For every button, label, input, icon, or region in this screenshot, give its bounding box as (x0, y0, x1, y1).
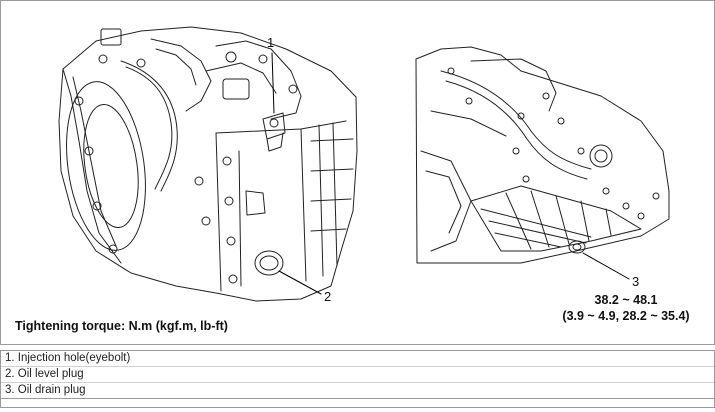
callout-1: 1 (267, 35, 275, 50)
torque-spec: 38.2 ~ 48.1 (3.9 ~ 4.9, 28.2 ~ 35.4) (541, 292, 711, 324)
legend-item: 3. Oil drain plug (1, 383, 714, 399)
diagram-figure: 1 2 3 38.2 ~ 48.1 (3.9 ~ 4.9, 28.2 ~ 35.… (0, 0, 715, 345)
transmission-drawing (58, 26, 670, 302)
callout-3: 3 (632, 274, 640, 289)
transaxle-left-view (58, 26, 358, 302)
torque-nm: 38.2 ~ 48.1 (594, 293, 658, 307)
legend-table: 1. Injection hole(eyebolt) 2. Oil level … (0, 350, 715, 408)
torque-alt: (3.9 ~ 4.9, 28.2 ~ 35.4) (562, 309, 690, 323)
legend-item: 1. Injection hole(eyebolt) (1, 351, 714, 367)
torque-caption: Tightening torque: N.m (kgf.m, lb-ft) (15, 319, 228, 333)
legend-item: 2. Oil level plug (1, 367, 714, 383)
oil-pan-right-view (415, 46, 670, 280)
callout-2: 2 (324, 289, 332, 304)
